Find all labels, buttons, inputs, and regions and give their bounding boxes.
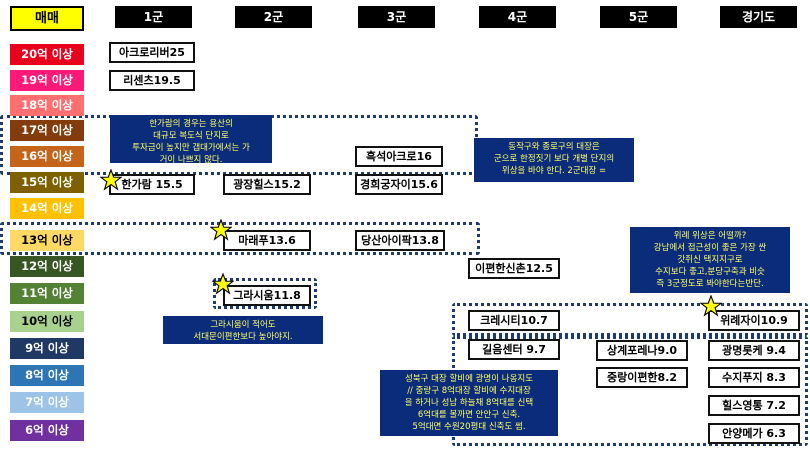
tier-label: 12억 이상 (10, 256, 84, 277)
page-title: 매매 (10, 6, 84, 31)
tier-label: 10억 이상 (10, 311, 84, 332)
apartment-box: 상계포레나9.0 (596, 340, 688, 361)
column-header-2: 2군 (235, 6, 312, 28)
apartment-box: 이편한신촌12.5 (468, 258, 560, 279)
apartment-box: 힐스영통 7.2 (708, 395, 800, 416)
apartment-box: 경희궁자이15.6 (355, 174, 443, 195)
tier-label: 13억 이상 (10, 230, 84, 251)
tier-label: 9억 이상 (10, 338, 84, 359)
star-icon (100, 169, 122, 191)
highlight-band-gracium (213, 278, 317, 309)
apartment-box: 아크로리버25 (109, 42, 195, 63)
tier-label: 17억 이상 (10, 120, 84, 141)
tier-label: 7억 이상 (10, 392, 84, 413)
note-dongjak-jongno: 동작구와 종로구의 대장은 군으로 한정짓기 보다 개별 단지의 위상을 바야 … (474, 138, 634, 182)
tier-label: 6억 이상 (10, 420, 84, 441)
apartment-box: 한가람 15.5 (109, 174, 195, 195)
tier-label: 18억 이상 (10, 95, 84, 116)
apartment-box: 길음센터 9.7 (468, 339, 560, 360)
apartment-box: 그라시움11.8 (223, 285, 311, 306)
highlight-band-13 (0, 222, 480, 255)
star-icon (212, 273, 234, 295)
note-wirye: 위례 위상은 어떨까? 강남에서 접근성이 좋은 가장 싼 갓쥐신 택지지구로 … (630, 227, 790, 293)
apartment-box: 크레시티10.7 (468, 310, 560, 331)
highlight-band-10 (452, 303, 808, 336)
apartment-box: 광장힐스15.2 (223, 174, 311, 195)
column-header-1: 1군 (115, 6, 192, 28)
tier-label: 20억 이상 (10, 44, 84, 65)
star-icon (700, 295, 722, 317)
tier-label: 8억 이상 (10, 365, 84, 386)
column-header-gyeonggi: 경기도 (720, 6, 797, 28)
apartment-box: 흑석아크로16 (355, 146, 443, 167)
tier-label: 15억 이상 (10, 172, 84, 193)
apartment-box: 당산아이팍13.8 (355, 230, 445, 251)
tier-label: 14억 이상 (10, 198, 84, 219)
apartment-box: 중랑이편한8.2 (596, 367, 688, 388)
note-gracium: 그라시움이 적어도 서대문이편한보다 높아야지. (163, 316, 323, 344)
column-header-4: 4군 (479, 6, 556, 28)
apartment-box: 리센츠19.5 (109, 70, 195, 91)
apartment-box: 수지푸지 8.3 (708, 367, 800, 388)
column-header-3: 3군 (358, 6, 435, 28)
tier-label: 16억 이상 (10, 146, 84, 167)
tier-label: 19억 이상 (10, 70, 84, 91)
apartment-box: 위례자이10.9 (708, 310, 800, 331)
apartment-box: 마래푸13.6 (223, 230, 311, 251)
apartment-box: 안양메가 6.3 (708, 423, 800, 444)
column-header-5: 5군 (600, 6, 677, 28)
note-seongbuk: 성북구 대장 할비에 광명이 나옹지도 // 중랑구 8억대장 할비에 수지대장… (380, 370, 558, 436)
star-icon (210, 219, 232, 241)
note-hangaram: 한가람의 경우는 용산의 대규모 복도식 단지로 투자금이 높지만 갭대가에서는… (110, 115, 272, 163)
apartment-box: 광명롯케 9.4 (708, 340, 800, 361)
tier-label: 11억 이상 (10, 283, 84, 304)
